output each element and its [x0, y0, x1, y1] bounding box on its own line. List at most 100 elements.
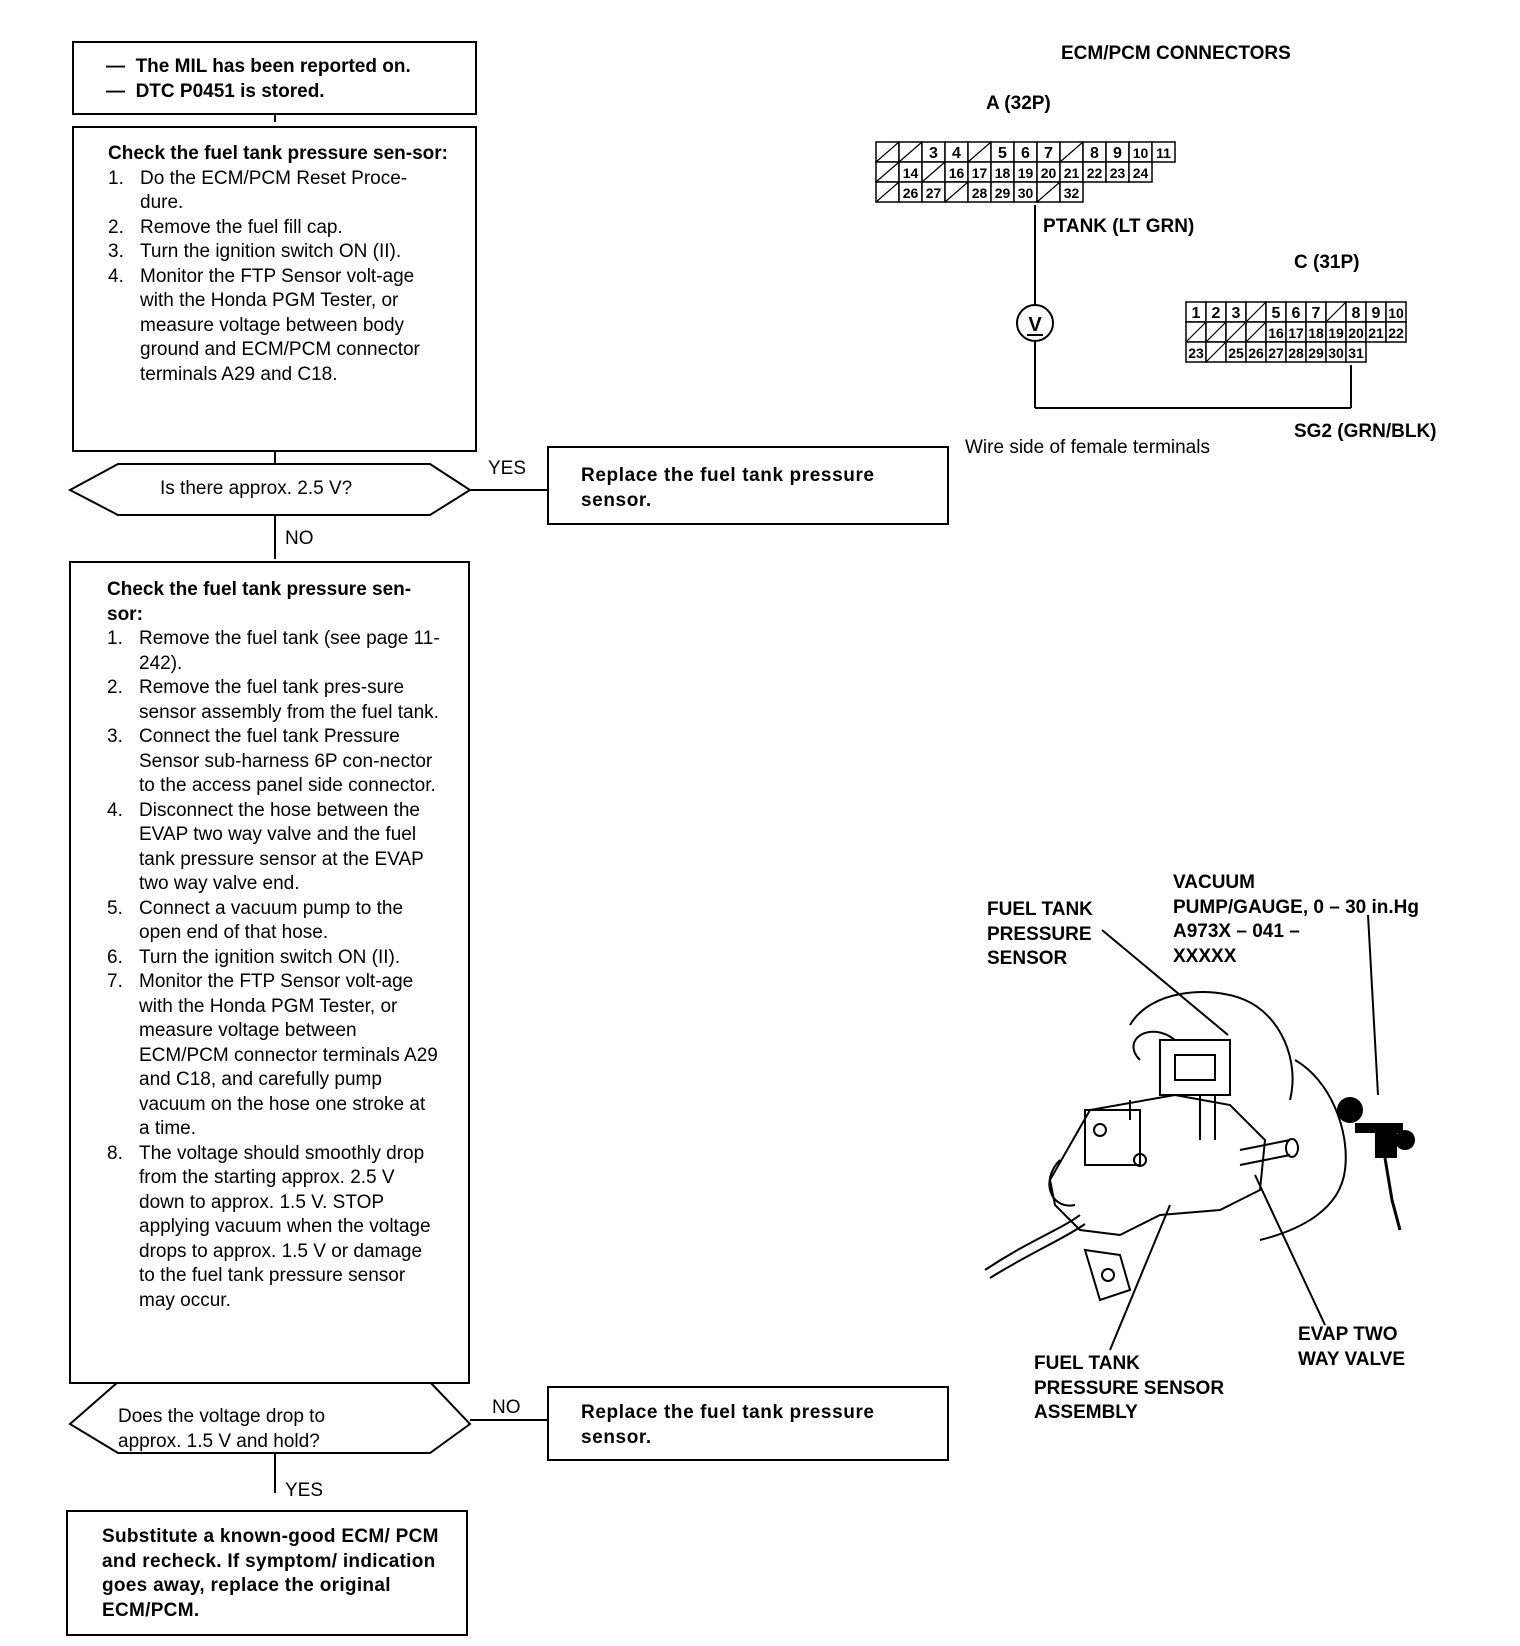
- connector-pin-number: 9: [1113, 145, 1122, 162]
- voltmeter-label: V: [1028, 314, 1042, 336]
- wire-side-note: Wire side of female terminals: [965, 437, 1210, 458]
- check-step-1-list: 1.Do the ECM/PCM Reset Proce-dure. 2.Rem…: [108, 167, 448, 388]
- connector-pin-number: 3: [929, 145, 938, 162]
- connector-pin-blank: [1245, 321, 1267, 343]
- connector-pin-blank: [875, 161, 900, 183]
- connector-pin-blank: [1245, 301, 1267, 323]
- connector-pin-number: 8: [1090, 145, 1099, 162]
- step-item: 1.Do the ECM/PCM Reset Proce-dure.: [108, 167, 408, 214]
- connector-pin-number: 27: [926, 185, 942, 201]
- step-item: 3.Connect the fuel tank Pressure Sensor …: [107, 726, 436, 796]
- connector-pin-cell: [1128, 161, 1153, 183]
- connector-pin-number: 10: [1388, 305, 1404, 321]
- voltmeter-symbol: [1016, 304, 1054, 342]
- final-step-box: Substitute a known-good ECM/ PCM and rec…: [66, 1510, 468, 1636]
- sg2-wire-label: SG2 (GRN/BLK): [1294, 421, 1437, 442]
- connector-pin-blank: [921, 161, 946, 183]
- connector-pin-number: 29: [1308, 345, 1324, 361]
- connector-pin-number: 14: [903, 165, 919, 181]
- connectors-title: ECM/PCM CONNECTORS: [1061, 43, 1291, 64]
- connector-pin-number: 10: [1133, 145, 1149, 161]
- connector-a-label: A (32P): [986, 93, 1051, 114]
- valve-leader: [1254, 1174, 1326, 1326]
- connector-pin-number: 30: [1328, 345, 1344, 361]
- check-step-2-list: 1.Remove the fuel tank (see page 11-242)…: [107, 627, 441, 1313]
- connector-pin-blank: [898, 141, 923, 163]
- connector-pin-blank: [1059, 141, 1084, 163]
- connector-pin-number: 17: [1288, 325, 1304, 341]
- ptank-wire-label: PTANK (LT GRN): [1043, 216, 1195, 237]
- decision-2-yes-label: YES: [285, 1480, 324, 1501]
- connector-pin-number: 28: [1288, 345, 1304, 361]
- connector-pin-number: 18: [995, 165, 1011, 181]
- connector-pin-blank: [1036, 181, 1061, 203]
- start-line: — DTC P0451 is stored.: [106, 80, 325, 102]
- connector-pin-cell: [1345, 341, 1367, 363]
- start-condition-box: — The MIL has been reported on. — DTC P0…: [72, 41, 477, 115]
- step-item: 1.Remove the fuel tank (see page 11-242)…: [107, 628, 440, 674]
- connector-pin-blank: [1205, 341, 1227, 363]
- connector-pin-number: 21: [1368, 325, 1384, 341]
- connector-pin-number: 27: [1268, 345, 1284, 361]
- connector-pin-cell: [1151, 141, 1176, 163]
- check-step-2-title: Check the fuel tank pressure sen-sor:: [107, 579, 412, 625]
- flow-connector: [274, 515, 276, 559]
- connector-pin-number: 6: [1292, 305, 1301, 322]
- connector-pin-number: 22: [1388, 325, 1404, 341]
- connector-pin-number: 29: [995, 185, 1011, 201]
- connector-pin-number: 9: [1372, 305, 1381, 322]
- connector-pin-number: 25: [1228, 345, 1244, 361]
- connector-pin-blank: [1185, 321, 1207, 343]
- evap-valve-label: EVAP TWO WAY VALVE: [1298, 1324, 1405, 1370]
- start-line: — The MIL has been reported on.: [106, 56, 411, 77]
- result-2-text: Replace the fuel tank pressure sensor.: [581, 1402, 875, 1448]
- result-1-box: Replace the fuel tank pressure sensor.: [547, 446, 949, 525]
- connector-pin-number: 30: [1018, 185, 1034, 201]
- connector-pin-blank: [1325, 301, 1347, 323]
- connector-pin-number: 20: [1041, 165, 1057, 181]
- connector-pin-number: 19: [1018, 165, 1034, 181]
- connector-pin-number: 3: [1232, 305, 1241, 322]
- connector-pin-number: 23: [1110, 165, 1126, 181]
- connector-pin-number: 17: [972, 165, 988, 181]
- connector-pin-number: 28: [972, 185, 988, 201]
- flow-connector: [274, 450, 276, 464]
- connector-pin-blank: [1225, 321, 1247, 343]
- connector-pin-number: 16: [1268, 325, 1284, 341]
- connector-pin-number: 26: [1248, 345, 1264, 361]
- step-item: 8.The voltage should smoothly drop from …: [107, 1142, 431, 1311]
- vacuum-pump-label: VACUUM PUMP/GAUGE, 0 – 30 in.Hg A973X – …: [1173, 872, 1419, 967]
- vacuum-pump-drawing: [1337, 1097, 1415, 1231]
- connector-pin-number: 23: [1188, 345, 1204, 361]
- assembly-leader: [1109, 1204, 1171, 1351]
- connector-pin-blank: [875, 181, 900, 203]
- assembly-drawing: [984, 991, 1347, 1302]
- result-2-box: Replace the fuel tank pressure sensor.: [547, 1386, 949, 1461]
- step-item: 5.Connect a vacuum pump to the open end …: [107, 897, 404, 944]
- connector-pin-number: 4: [952, 145, 961, 162]
- check-step-2-box: Check the fuel tank pressure sen-sor: 1.…: [69, 561, 470, 1384]
- connector-pin-number: 11: [1156, 145, 1171, 161]
- result-1-text: Replace the fuel tank pressure sensor.: [581, 465, 875, 511]
- sensor-label: FUEL TANK PRESSURE SENSOR: [987, 899, 1093, 969]
- final-step-text: Substitute a known-good ECM/ PCM and rec…: [102, 1526, 439, 1621]
- connector-pin-number: 19: [1328, 325, 1344, 341]
- connector-pin-number: 22: [1087, 165, 1103, 181]
- connector-pin-number: 32: [1064, 185, 1080, 201]
- connector-pin-number: 7: [1044, 145, 1053, 162]
- check-step-1-title: Check the fuel tank pressure sen-sor:: [108, 143, 448, 164]
- connector-pin-blank: [1205, 321, 1227, 343]
- connector-pin-number: 2: [1212, 305, 1221, 322]
- connector-pin-number: 18: [1308, 325, 1324, 341]
- step-item: 2.Remove the fuel fill cap.: [108, 216, 343, 238]
- connector-pin-number: 5: [998, 145, 1007, 162]
- sensor-assembly-label: FUEL TANK PRESSURE SENSOR ASSEMBLY: [1034, 1353, 1225, 1423]
- connector-pin-number: 16: [949, 165, 965, 181]
- check-step-1-box: Check the fuel tank pressure sen-sor: 1.…: [72, 126, 477, 452]
- step-item: 2.Remove the fuel tank pres-sure sensor …: [107, 677, 439, 723]
- connector-pin-cell: [1059, 181, 1084, 203]
- connector-c-label: C (31P): [1294, 252, 1360, 273]
